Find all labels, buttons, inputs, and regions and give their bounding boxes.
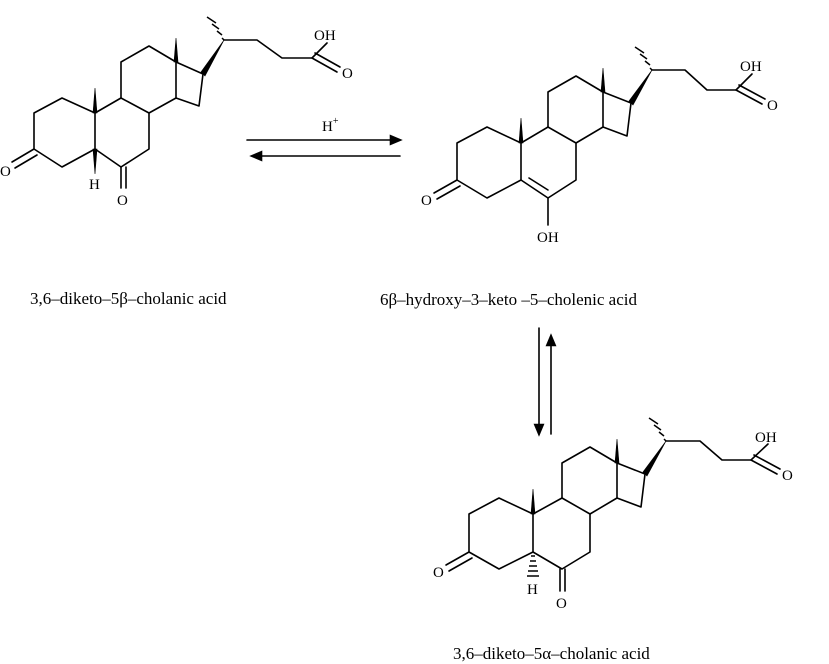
compound-a-keto3-o: O (0, 164, 11, 180)
compound-c-acid-o: O (782, 468, 793, 484)
compound-b-keto3-o: O (421, 193, 432, 209)
compound-a-name: 3,6–diketo–5β–cholanic acid (30, 289, 227, 308)
equilibrium-arrow-a-b (246, 134, 403, 162)
compound-b-structure (433, 46, 766, 226)
compound-a-acid-oh: OH (314, 28, 336, 44)
compound-c-structure (445, 417, 781, 592)
compound-b-name: 6β–hydroxy–3–keto –5–cholenic acid (380, 290, 637, 309)
equilibrium-arrow-b-c (533, 327, 557, 437)
compound-c-keto6-o: O (556, 596, 567, 612)
compound-b-enol-oh: OH (537, 230, 559, 246)
compound-b-acid-o: O (767, 98, 778, 114)
compound-c-keto3-o: O (433, 565, 444, 581)
compound-c-c5-h: H (527, 582, 538, 598)
compound-c-acid-oh: OH (755, 430, 777, 446)
equilibrium-a-b-label: H+ (322, 116, 339, 135)
compound-b-acid-oh: OH (740, 59, 762, 75)
compound-a-c5-h: H (89, 177, 100, 193)
compound-a-structure (11, 16, 341, 189)
compound-a-acid-o: O (342, 66, 353, 82)
compound-a-keto6-o: O (117, 193, 128, 209)
compound-c-name: 3,6–diketo–5α–cholanic acid (453, 644, 650, 663)
